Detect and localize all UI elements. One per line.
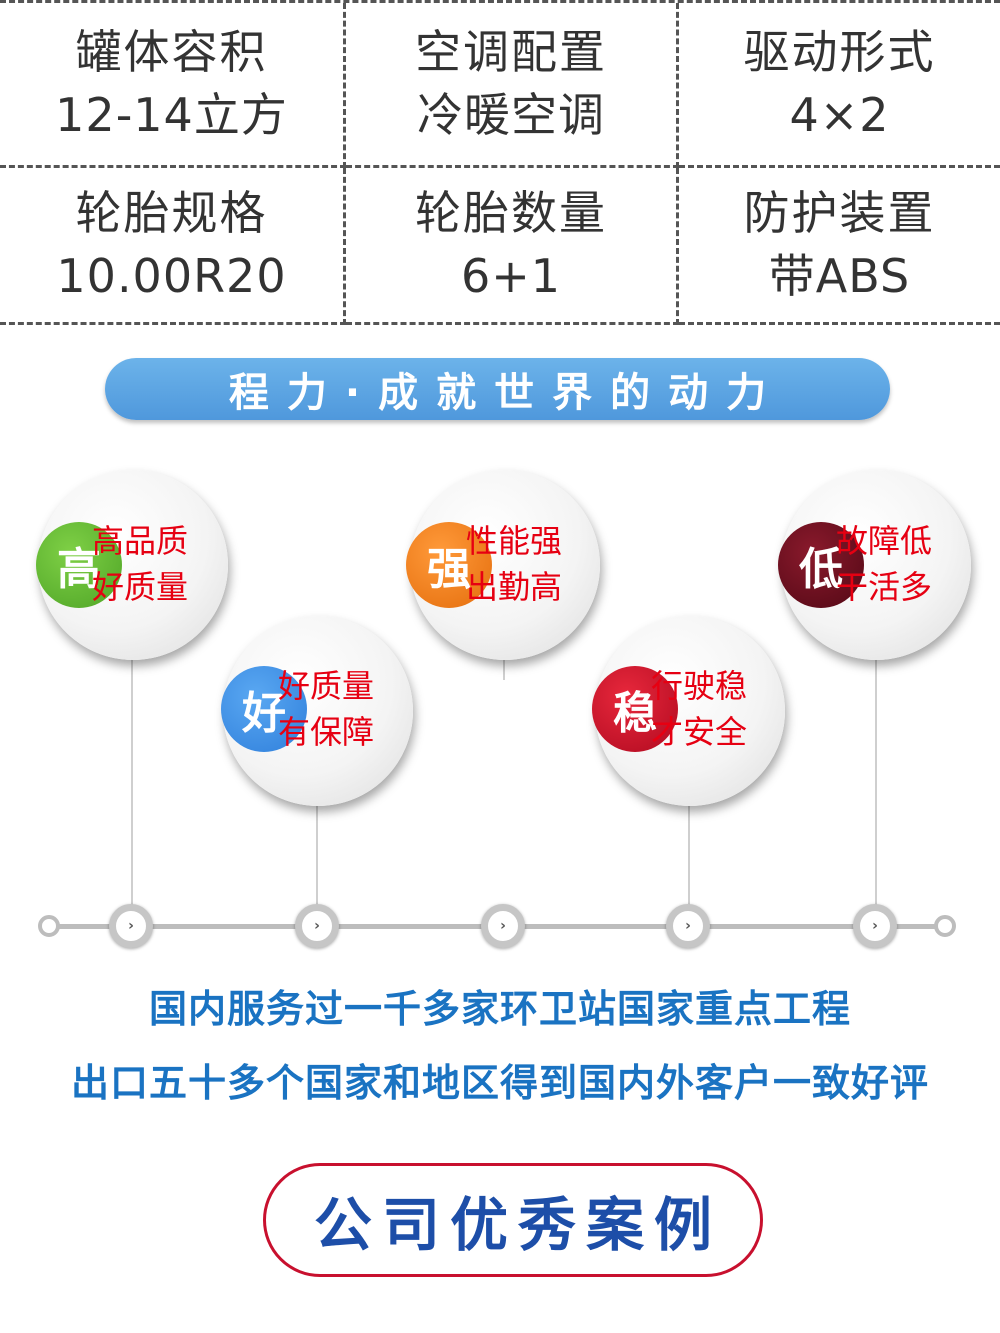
connector-line [316, 800, 318, 910]
intro-line-2: 出口五十多个国家和地区得到国内外客户一致好评 [70, 1061, 929, 1105]
spec-value: 12-14立方 [55, 88, 288, 142]
spec-table: 罐体容积 12-14立方 空调配置 冷暖空调 驱动形式 4×2 轮胎规格 10.… [0, 0, 1000, 325]
connector-line [131, 650, 133, 910]
spec-label: 防护装置 [743, 186, 936, 240]
spec-label: 轮胎规格 [75, 186, 268, 240]
timeline-node-3: › [481, 904, 525, 948]
feature-text: 高品质 好质量 [92, 518, 188, 610]
feature-text: 好质量 有保障 [278, 663, 374, 755]
badge-icon: 稳 [592, 666, 678, 752]
feature-line: 好质量 [92, 568, 189, 606]
spec-cell-tire-size: 轮胎规格 10.00R20 [0, 168, 346, 325]
badge-icon: 好 [221, 666, 307, 752]
connector-line [503, 660, 505, 680]
timeline-node-5: › [853, 904, 897, 948]
feature-line: 有保障 [278, 713, 375, 751]
feature-line: 好质量 [278, 667, 375, 705]
company-cases-label: 公司优秀案例 [313, 1191, 722, 1259]
spec-cell-drive-type: 驱动形式 4×2 [679, 3, 1000, 168]
feature-line: 故障低 [836, 522, 933, 560]
intro-line-1: 国内服务过一千多家环卫站国家重点工程 [148, 987, 851, 1031]
timeline-node-2: › [295, 904, 339, 948]
badge-icon: 强 [406, 522, 492, 608]
chevron-right-icon: › [685, 918, 691, 934]
spec-label: 驱动形式 [743, 25, 936, 79]
badge-icon: 低 [778, 522, 864, 608]
spec-cell-air-conditioning: 空调配置 冷暖空调 [346, 3, 679, 168]
spec-value: 4×2 [789, 88, 890, 142]
timeline-node-4: › [666, 904, 710, 948]
spec-cell-tank-volume: 罐体容积 12-14立方 [0, 3, 346, 168]
slogan-text: 程力·成就世界的动力 [228, 370, 785, 416]
company-cases-button[interactable]: 公司优秀案例 [263, 1163, 763, 1277]
feature-line: 性能强 [466, 522, 563, 560]
feature-line: 才安全 [651, 713, 748, 751]
timeline-end-dot [934, 915, 956, 937]
spec-cell-protection: 防护装置 带ABS [679, 168, 1000, 325]
chevron-right-icon: › [314, 918, 320, 934]
feature-line: 出勤高 [466, 568, 563, 606]
chevron-right-icon: › [500, 918, 506, 934]
spec-value: 10.00R20 [56, 249, 287, 303]
slogan-banner: 程力·成就世界的动力 [105, 358, 890, 420]
feature-line: 高品质 [92, 522, 189, 560]
feature-line: 干活多 [836, 568, 933, 606]
feature-text: 性能强 出勤高 [466, 518, 562, 610]
connector-line [875, 650, 877, 910]
spec-value: 带ABS [768, 249, 911, 303]
spec-cell-tire-count: 轮胎数量 6+1 [346, 168, 679, 325]
chevron-right-icon: › [128, 918, 134, 934]
badge-icon: 高 [36, 522, 122, 608]
timeline-start-dot [38, 915, 60, 937]
spec-value: 6+1 [460, 249, 562, 303]
feature-text: 故障低 干活多 [836, 518, 932, 610]
connector-line [688, 800, 690, 910]
spec-label: 罐体容积 [75, 25, 268, 79]
spec-value: 冷暖空调 [417, 88, 605, 142]
chevron-right-icon: › [872, 918, 878, 934]
spec-label: 轮胎数量 [415, 186, 607, 240]
timeline-node-1: › [109, 904, 153, 948]
feature-text: 行驶稳 才安全 [651, 663, 747, 755]
feature-line: 行驶稳 [651, 667, 748, 705]
spec-label: 空调配置 [415, 25, 607, 79]
